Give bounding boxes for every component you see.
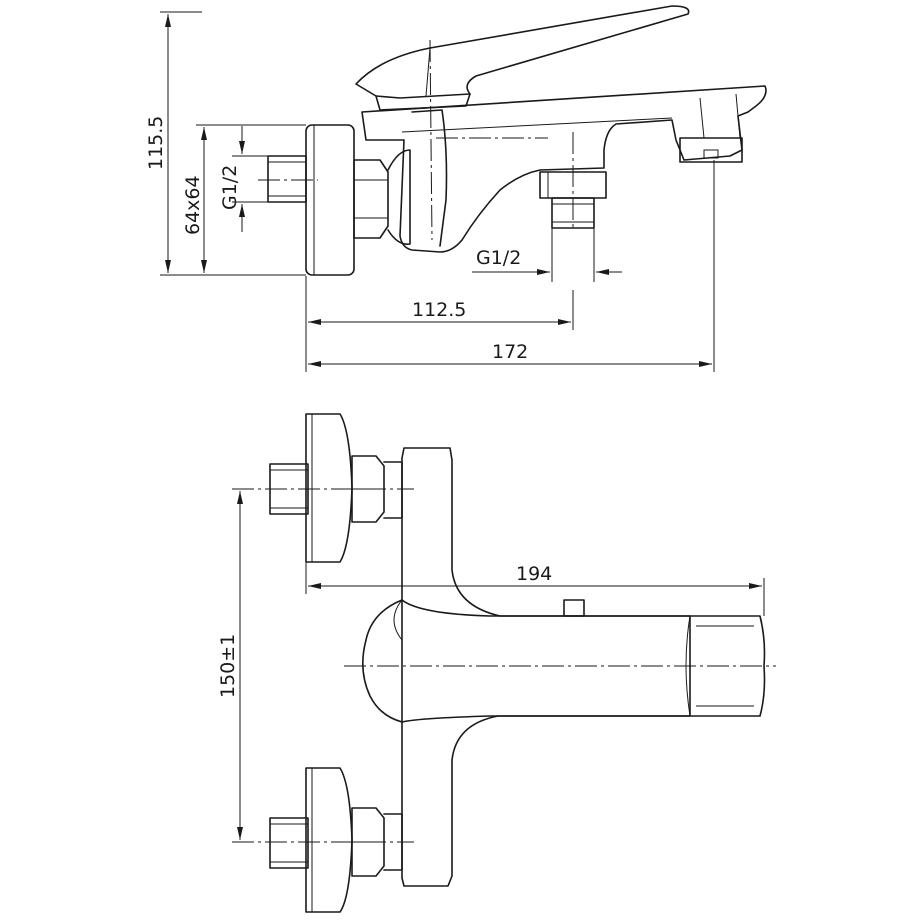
side-hex-nut bbox=[353, 159, 389, 239]
dim-height: 115.5 bbox=[145, 116, 167, 170]
side-spout-aerator bbox=[679, 93, 743, 163]
top-lower-flange bbox=[305, 767, 353, 913]
top-dimensions: 194 150±1 bbox=[217, 491, 765, 840]
top-view bbox=[232, 413, 776, 913]
dim-outlet-thread: G1/2 bbox=[476, 247, 521, 269]
dim-inlet-thread: G1/2 bbox=[219, 165, 241, 210]
side-eccentric-connector bbox=[387, 149, 411, 246]
dim-flange: 64x64 bbox=[182, 175, 204, 235]
top-body bbox=[401, 447, 691, 887]
top-spout bbox=[401, 599, 766, 723]
dim-depth-outlet: 112.5 bbox=[412, 299, 466, 321]
dim-spout-length: 194 bbox=[516, 563, 552, 585]
side-body bbox=[361, 85, 767, 253]
top-lower-inlet bbox=[269, 817, 309, 869]
dim-depth-total: 172 bbox=[492, 341, 528, 363]
top-lever-housing bbox=[362, 599, 403, 723]
side-lever-handle bbox=[355, 5, 690, 99]
side-dimensions: 115.5 64x64 G1/2 G1/2 112.5 172 bbox=[145, 11, 715, 372]
side-cartridge bbox=[411, 109, 448, 247]
top-upper-flange bbox=[305, 413, 353, 563]
dim-inlet-spacing: 150±1 bbox=[217, 634, 239, 698]
side-wall-flange bbox=[305, 124, 355, 276]
side-inlet-pipe bbox=[267, 155, 307, 203]
top-diverter-knob bbox=[563, 599, 585, 617]
side-view bbox=[258, 5, 767, 276]
